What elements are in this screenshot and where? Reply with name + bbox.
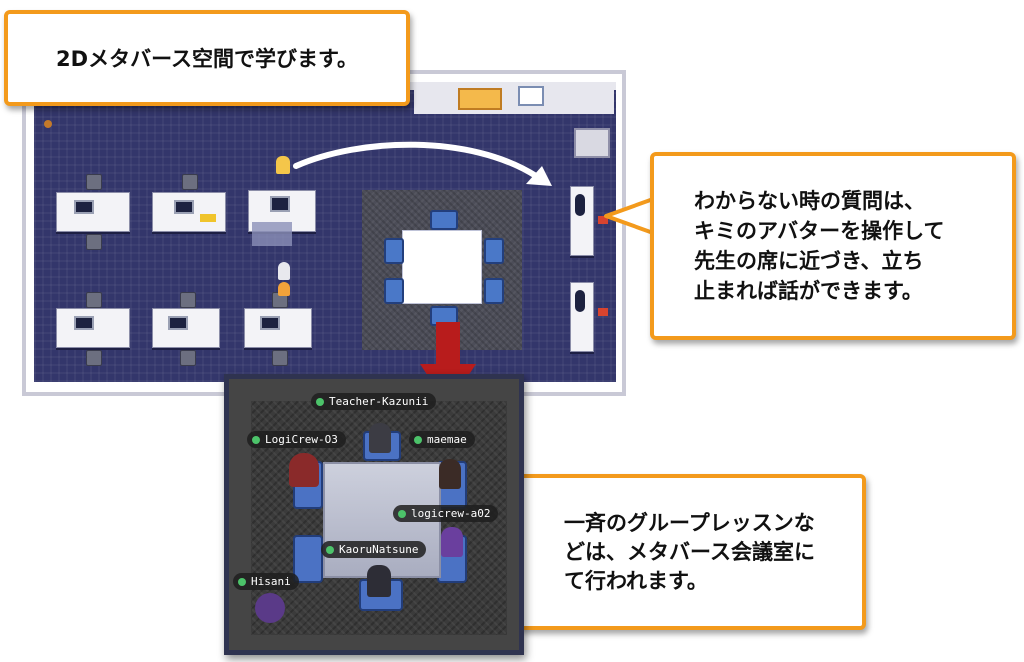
- meeting-callout: 一斉のグループレッスンな どは、メタバース会議室に て行われます。: [518, 474, 866, 630]
- sofa: [484, 278, 504, 304]
- avatar-purple[interactable]: [441, 527, 463, 557]
- plant-icon: [44, 120, 52, 128]
- selection-highlight: [252, 222, 292, 246]
- meeting-room-view: Teacher-Kazunii LogiCrew-O3 maemae logic…: [224, 374, 524, 655]
- callout-line: わからない時の質問は、: [694, 189, 925, 213]
- participant-tag: Teacher-Kazunii: [311, 393, 437, 410]
- avatar-maemae[interactable]: [439, 459, 461, 489]
- teacher-chair: [575, 290, 585, 312]
- avatar-red-hair[interactable]: [289, 453, 319, 487]
- monitor: [168, 316, 188, 330]
- whiteboard-wall: [414, 82, 614, 114]
- online-status-icon: [316, 397, 324, 406]
- participant-name: Teacher-Kazunii: [329, 395, 429, 408]
- window: [518, 86, 544, 106]
- meeting-table: [402, 230, 482, 304]
- chair: [86, 234, 102, 250]
- map-floor: [34, 82, 616, 382]
- callout-line: て行われます。: [564, 568, 708, 593]
- monitor: [260, 316, 280, 330]
- title-text: 2Dメタバース空間で学びます。: [56, 47, 358, 71]
- monitor: [74, 316, 94, 330]
- sofa: [384, 238, 404, 264]
- online-status-icon: [326, 545, 334, 554]
- participant-name: logicrew-a02: [411, 507, 491, 520]
- metaverse-map: [22, 70, 626, 396]
- online-status-icon: [252, 435, 260, 444]
- monitor: [74, 200, 94, 214]
- red-marker: [598, 308, 608, 316]
- avatar-teacher[interactable]: [369, 423, 391, 453]
- online-status-icon: [238, 577, 246, 586]
- yellow-desk-item: [200, 214, 216, 222]
- participant-name: KaoruNatsune: [339, 543, 419, 556]
- monitor: [270, 196, 290, 212]
- monitor: [174, 200, 194, 214]
- question-callout: わからない時の質問は、 キミのアバターを操作して 先生の席に近づき、立ち 止まれ…: [650, 152, 1016, 340]
- movement-arrow-icon: [293, 141, 552, 186]
- callout-line: 一斉のグループレッスンな: [564, 510, 815, 535]
- participant-tag: logicrew-a02: [393, 505, 499, 522]
- callout-line: 先生の席に近づき、立ち: [694, 249, 924, 273]
- avatar[interactable]: [278, 282, 290, 296]
- cabinet: [574, 128, 610, 158]
- teacher-chair: [575, 194, 585, 216]
- chair: [272, 350, 288, 366]
- chair: [180, 350, 196, 366]
- participant-tag: Hisani: [233, 573, 299, 590]
- chair: [180, 292, 196, 308]
- chair: [86, 174, 102, 190]
- title-callout: 2Dメタバース空間で学びます。: [4, 10, 410, 106]
- online-status-icon: [398, 509, 406, 518]
- avatar-hisani[interactable]: [255, 593, 285, 623]
- chair: [86, 292, 102, 308]
- sofa: [430, 210, 458, 230]
- participant-name: LogiCrew-O3: [265, 433, 338, 446]
- participant-tag: LogiCrew-O3: [247, 431, 346, 448]
- notice-board: [458, 88, 502, 110]
- chair: [182, 174, 198, 190]
- callout-line: 止まれば話ができます。: [694, 279, 923, 303]
- participant-tag: KaoruNatsune: [321, 541, 427, 558]
- participant-name: Hisani: [251, 575, 291, 588]
- sofa: [484, 238, 504, 264]
- participant-tag: maemae: [409, 431, 475, 448]
- avatar[interactable]: [276, 156, 290, 174]
- sofa: [293, 535, 323, 583]
- chair: [86, 350, 102, 366]
- online-status-icon: [414, 435, 422, 444]
- avatar[interactable]: [278, 262, 290, 280]
- callout-line: キミのアバターを操作して: [694, 219, 945, 243]
- sofa: [384, 278, 404, 304]
- red-marker: [598, 216, 608, 224]
- avatar-kaoru[interactable]: [367, 565, 391, 597]
- callout-line: どは、メタバース会議室に: [564, 539, 815, 564]
- participant-name: maemae: [427, 433, 467, 446]
